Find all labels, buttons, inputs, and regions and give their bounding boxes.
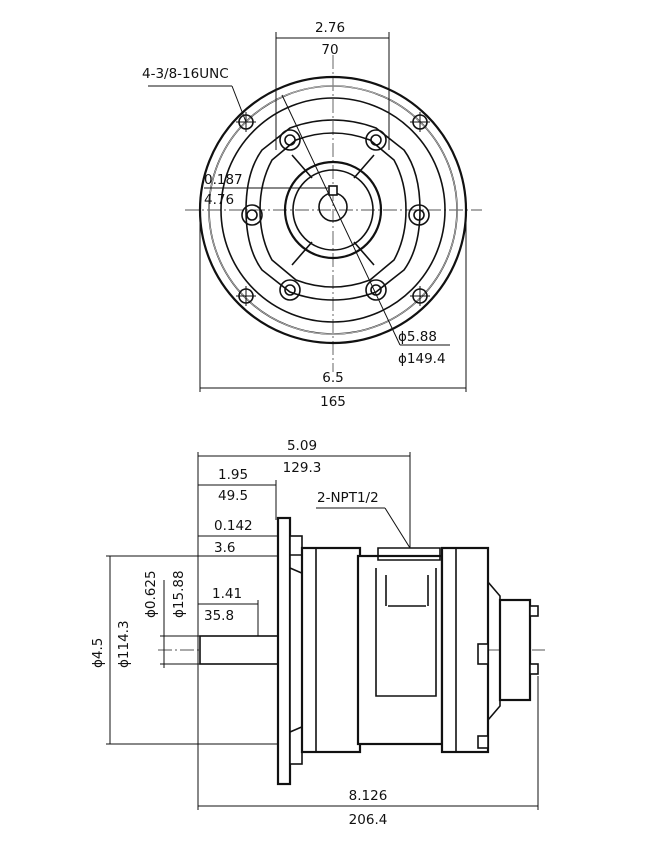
gear-housing-outline — [245, 119, 421, 301]
dim-key-width-mm: 4.76 — [204, 192, 234, 208]
dim-shaft-length-in: 1.41 — [212, 586, 242, 602]
dim-overall-width-mm: 165 — [320, 394, 346, 410]
front-body — [300, 546, 362, 754]
dim-key-width-in: 0.187 — [204, 172, 243, 188]
screw-inner — [284, 284, 296, 296]
rib — [291, 241, 313, 266]
leader-line — [281, 94, 401, 346]
dim-shaft-diameter: ϕ0.625 ϕ15.88 — [143, 570, 200, 668]
dim-shaft-diameter-mm: ϕ15.88 — [171, 570, 187, 618]
recess-circle — [220, 97, 446, 323]
dim-bolt-circle: ϕ5.88 ϕ149.4 — [281, 94, 450, 367]
dim-bolt-circle-in: ϕ5.88 — [398, 329, 437, 345]
screw-inner — [370, 134, 382, 146]
screw-outer — [365, 129, 387, 151]
dim-port-position: 5.09 129.3 — [197, 438, 411, 810]
dim-pilot-diameter: ϕ4.5 ϕ114.3 — [90, 555, 278, 745]
rib — [353, 154, 375, 179]
screw-inner — [246, 209, 258, 221]
port-label: 2-NPT1/2 — [317, 490, 379, 506]
dim-pilot-diameter-mm: ϕ114.3 — [116, 620, 132, 668]
outer-housing-circle — [198, 75, 468, 345]
dim-shaft-length: 1.41 35.8 — [198, 586, 259, 636]
dim-flange-offset: 1.95 49.5 — [198, 467, 277, 520]
rib — [353, 241, 375, 266]
dim-overall-width: 6.5 165 — [199, 212, 467, 410]
dim-key-width: 0.187 4.76 — [204, 172, 328, 208]
leader-line — [384, 507, 411, 549]
drain-plug — [477, 643, 489, 665]
drain-plug — [477, 735, 489, 749]
rear-taper — [487, 581, 501, 721]
screw-outer — [241, 204, 263, 226]
front-view: 2.76 70 4-3/8-16UNC 0.187 4.76 ϕ5.88 ϕ14… — [142, 20, 482, 410]
dim-port: 2-NPT1/2 — [316, 490, 411, 549]
dim-top-width-mm: 70 — [321, 42, 338, 58]
dim-bolt-circle-mm: ϕ149.4 — [398, 351, 446, 367]
screw-outer — [279, 279, 301, 301]
dim-flange-offset-mm: 49.5 — [218, 488, 248, 504]
hub-outer-circle — [283, 160, 383, 260]
dim-top-width: 2.76 70 — [275, 20, 390, 150]
leader-line — [231, 85, 247, 123]
dim-overall-width-in: 6.5 — [322, 370, 343, 386]
screw-outer — [365, 279, 387, 301]
mounting-flange — [276, 516, 292, 786]
dim-port-position-mm: 129.3 — [283, 460, 322, 476]
dim-bolt-holes: 4-3/8-16UNC — [142, 66, 247, 123]
end-cap-nub — [529, 663, 539, 675]
screw-outer — [408, 204, 430, 226]
screw-outer — [279, 129, 301, 151]
dim-pilot-diameter-in: ϕ4.5 — [90, 638, 106, 668]
shaft — [199, 635, 281, 665]
screw-inner — [413, 209, 425, 221]
rib — [291, 154, 313, 179]
end-cap — [498, 598, 532, 702]
bolt-circle — [208, 85, 458, 335]
bolt-holes-label: 4-3/8-16UNC — [142, 66, 229, 82]
end-cap-nub — [529, 605, 539, 617]
mounting-holes — [236, 112, 430, 306]
housing-screws — [241, 129, 430, 301]
shaft-key — [328, 185, 338, 196]
dim-port-position-in: 5.09 — [287, 438, 317, 454]
dim-overall-length: 8.126 206.4 — [198, 676, 539, 828]
port-boss — [377, 547, 441, 561]
dim-overall-length-in: 8.126 — [349, 788, 388, 804]
screw-inner — [284, 134, 296, 146]
dim-overall-length-mm: 206.4 — [349, 812, 388, 828]
hub-inner-circle — [292, 169, 374, 251]
side-view: 5.09 129.3 1.95 49.5 2-NPT1/2 0.142 3.6 … — [90, 438, 545, 828]
dim-shaft-length-mm: 35.8 — [204, 608, 234, 624]
port-outline — [375, 568, 437, 697]
dim-shaft-diameter-in: ϕ0.625 — [143, 570, 159, 618]
dim-flange-thickness-in: 0.142 — [214, 518, 253, 534]
dim-flange-thickness-mm: 3.6 — [214, 540, 235, 556]
dim-top-width-in: 2.76 — [315, 20, 345, 36]
dim-flange-offset-in: 1.95 — [218, 467, 248, 483]
gear-housing — [356, 554, 444, 746]
dim-flange-thickness: 0.142 3.6 — [198, 518, 278, 556]
